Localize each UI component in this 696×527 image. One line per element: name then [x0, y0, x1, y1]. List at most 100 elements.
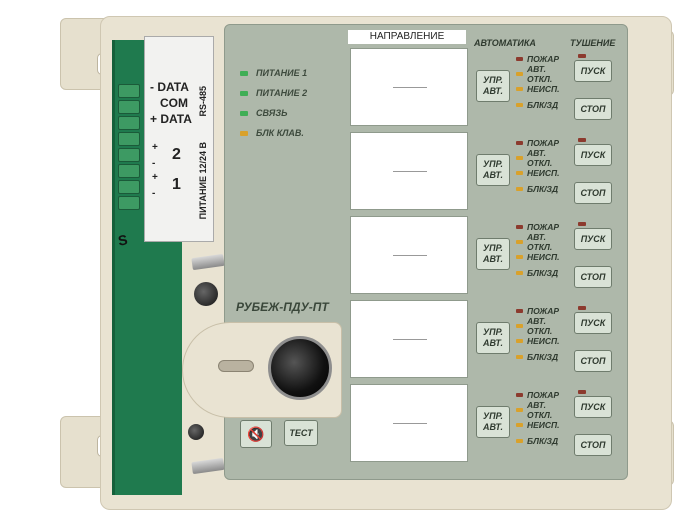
- label-rs485: RS-485: [198, 86, 208, 117]
- slot-dash: [393, 171, 427, 172]
- label-plus: +: [152, 142, 158, 153]
- led-fire: [516, 225, 523, 229]
- label-com: COM: [160, 96, 188, 110]
- indicator-power-2: ПИТАНИЕ 2: [240, 88, 307, 98]
- status-label: БЛК/ЗД: [527, 268, 559, 278]
- terminal-block: [118, 132, 140, 146]
- terminal-block: [118, 148, 140, 162]
- slot-dash: [393, 255, 427, 256]
- status-label: ПОЖАР: [527, 222, 560, 232]
- led-fault: [516, 87, 523, 91]
- test-button[interactable]: ТЕСТ: [284, 420, 318, 446]
- terminal-block: [118, 196, 140, 210]
- label-plus: +: [152, 172, 158, 183]
- start-button[interactable]: ПУСК: [574, 396, 612, 418]
- label-channel-2: 2: [172, 146, 181, 163]
- stop-button[interactable]: СТОП: [574, 266, 612, 288]
- label-channel-1: 1: [172, 176, 181, 193]
- led-link: [240, 110, 248, 116]
- status-label: БЛК/ЗД: [527, 100, 559, 110]
- terminal-block: [118, 164, 140, 178]
- auto-control-button[interactable]: УПР. АВТ.: [476, 322, 510, 354]
- screw: [194, 282, 218, 306]
- indicator-link: СВЯЗЬ: [240, 108, 288, 118]
- led-auto-off: [516, 156, 523, 160]
- key-slot[interactable]: [218, 360, 254, 372]
- direction-label-slot: [350, 216, 468, 294]
- status-label: ПОЖАР: [527, 54, 560, 64]
- led-block: [516, 439, 523, 443]
- led-fire: [516, 393, 523, 397]
- stop-button[interactable]: СТОП: [574, 98, 612, 120]
- led-start: [578, 306, 586, 310]
- led-start: [578, 54, 586, 58]
- status-label: ПОЖАР: [527, 390, 560, 400]
- indicator-label: СВЯЗЬ: [256, 108, 288, 118]
- status-label: АВТ. ОТКЛ.: [527, 64, 553, 84]
- terminal-block: [118, 100, 140, 114]
- led-start: [578, 138, 586, 142]
- zone-status-group: ПОЖАР АВТ. ОТКЛ. НЕИСП. БЛК/ЗД: [516, 138, 563, 194]
- status-label: НЕИСП.: [527, 420, 560, 430]
- led-start: [578, 222, 586, 226]
- led-power-1: [240, 70, 248, 76]
- terminal-block: [118, 116, 140, 130]
- slot-dash: [393, 87, 427, 88]
- indicator-keyboard-lock: БЛК КЛАВ.: [240, 128, 304, 138]
- main-push-button[interactable]: [268, 336, 332, 400]
- stop-button[interactable]: СТОП: [574, 434, 612, 456]
- start-button[interactable]: ПУСК: [574, 60, 612, 82]
- led-block: [516, 187, 523, 191]
- stop-button[interactable]: СТОП: [574, 350, 612, 372]
- auto-control-button[interactable]: УПР. АВТ.: [476, 70, 510, 102]
- terminal-block: [118, 180, 140, 194]
- led-auto-off: [516, 408, 523, 412]
- screw: [188, 424, 204, 440]
- zone-status-group: ПОЖАР АВТ. ОТКЛ. НЕИСП. БЛК/ЗД: [516, 54, 563, 110]
- direction-label-slot: [350, 300, 468, 378]
- mute-button[interactable]: 🔇: [240, 420, 272, 448]
- led-auto-off: [516, 240, 523, 244]
- status-label: АВТ. ОТКЛ.: [527, 148, 553, 168]
- direction-label-slot: [350, 132, 468, 210]
- led-fire: [516, 57, 523, 61]
- led-block: [516, 355, 523, 359]
- led-fault: [516, 255, 523, 259]
- automation-header: АВТОМАТИКА: [474, 38, 536, 48]
- led-power-2: [240, 90, 248, 96]
- status-label: ПОЖАР: [527, 138, 560, 148]
- label-data-minus: - DATA: [150, 80, 189, 94]
- status-label: БЛК/ЗД: [527, 352, 559, 362]
- led-fault: [516, 423, 523, 427]
- auto-control-button[interactable]: УПР. АВТ.: [476, 154, 510, 186]
- status-label: НЕИСП.: [527, 84, 560, 94]
- brand-model: РУБЕЖ-ПДУ-ПТ: [236, 300, 329, 314]
- indicator-power-1: ПИТАНИЕ 1: [240, 68, 307, 78]
- slot-dash: [393, 423, 427, 424]
- auto-control-button[interactable]: УПР. АВТ.: [476, 238, 510, 270]
- indicator-label: БЛК КЛАВ.: [256, 128, 304, 138]
- label-data-plus: + DATA: [150, 112, 192, 126]
- auto-control-button[interactable]: УПР. АВТ.: [476, 406, 510, 438]
- terminal-block: [118, 84, 140, 98]
- led-fault: [516, 171, 523, 175]
- led-block: [516, 271, 523, 275]
- label-minus: -: [152, 158, 156, 169]
- status-label: АВТ. ОТКЛ.: [527, 400, 553, 420]
- stop-button[interactable]: СТОП: [574, 182, 612, 204]
- status-label: ПОЖАР: [527, 306, 560, 316]
- led-block: [516, 103, 523, 107]
- start-button[interactable]: ПУСК: [574, 312, 612, 334]
- label-power-voltage: ПИТАНИЕ 12/24 В: [198, 142, 208, 220]
- status-label: НЕИСП.: [527, 336, 560, 346]
- led-fire: [516, 141, 523, 145]
- status-label: БЛК/ЗД: [527, 184, 559, 194]
- zone-status-group: ПОЖАР АВТ. ОТКЛ. НЕИСП. БЛК/ЗД: [516, 390, 563, 446]
- zone-status-group: ПОЖАР АВТ. ОТКЛ. НЕИСП. БЛК/ЗД: [516, 306, 563, 362]
- status-label: АВТ. ОТКЛ.: [527, 316, 553, 336]
- led-keyboard-lock: [240, 130, 248, 136]
- start-button[interactable]: ПУСК: [574, 228, 612, 250]
- led-fault: [516, 339, 523, 343]
- start-button[interactable]: ПУСК: [574, 144, 612, 166]
